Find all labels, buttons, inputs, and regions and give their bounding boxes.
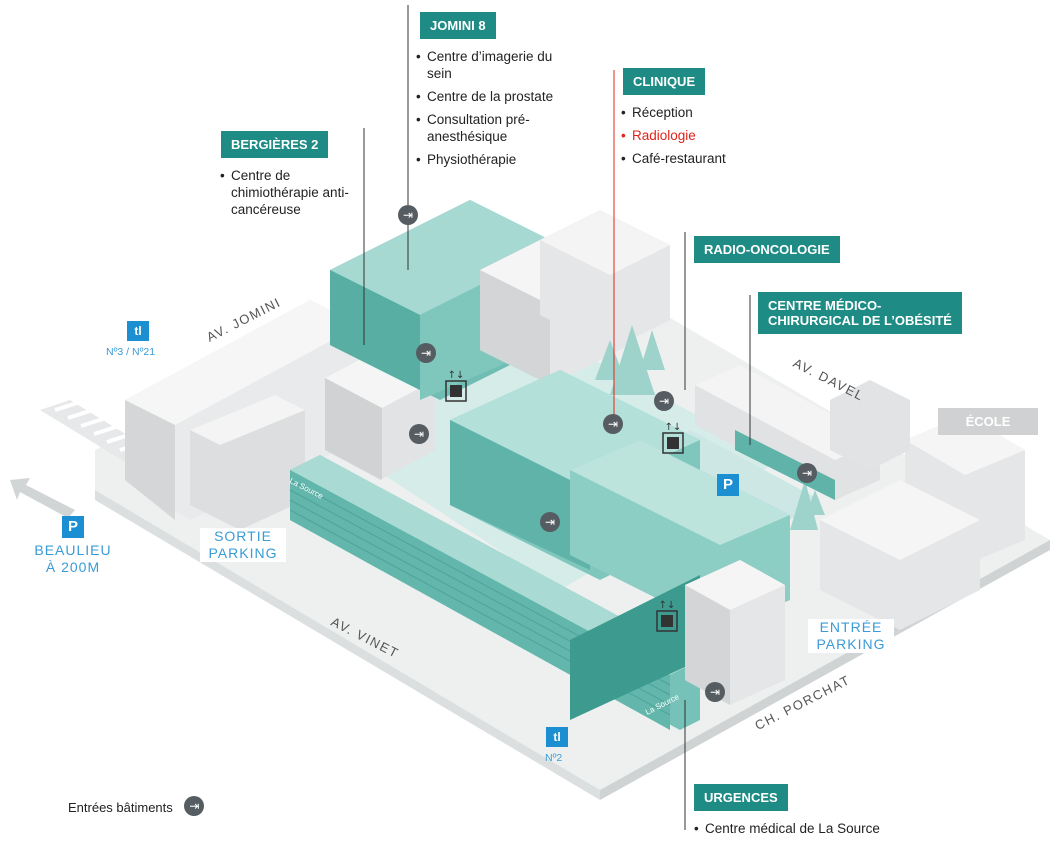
svg-text:↑↓: ↑↓ — [448, 370, 465, 381]
elevator-icon: ↑↓ — [656, 600, 678, 632]
parking-icon: P — [717, 474, 739, 496]
service-item: Réception — [621, 104, 771, 121]
svg-text:↑↓: ↑↓ — [665, 422, 682, 433]
building-ecole — [820, 380, 1025, 630]
service-item: Centre de la prostate — [416, 88, 566, 105]
entry-icon: ⇥ — [540, 512, 560, 532]
transit-stop-lines: Nº2 — [545, 752, 563, 764]
label-obesite: CENTRE MÉDICO- CHIRURGICAL DE L’OBÉSITÉ — [758, 292, 962, 334]
legend-label: Entrées bâtiments — [68, 800, 173, 815]
label-clinique: CLINIQUE — [623, 68, 706, 95]
service-item: Café-restaurant — [621, 150, 771, 167]
entry-icon: ⇥ — [409, 424, 429, 444]
service-item: Physiothérapie — [416, 151, 566, 168]
transit-icon: tl — [546, 727, 568, 747]
entry-icon: ⇥ — [184, 796, 205, 816]
label-urgences: URGENCES — [694, 784, 788, 811]
entry-icon: ⇥ — [654, 391, 674, 411]
parking-icon: P — [62, 516, 84, 538]
label-bergieres: BERGIÈRES 2 — [221, 131, 329, 158]
service-item: Centre médical de La Source — [694, 820, 914, 837]
parking-beaulieu: BEAULIEU À 200M — [34, 542, 112, 575]
direction-arrow — [10, 478, 75, 518]
building-center-gray — [480, 210, 670, 385]
label-radio-oncologie: RADIO-ONCOLOGIE — [694, 236, 840, 263]
building-porchat — [685, 560, 785, 705]
elevator-icon: ↑↓ — [662, 422, 684, 454]
jomini-services: Centre d’imagerie du sein Centre de la p… — [416, 48, 566, 174]
entry-icon: ⇥ — [603, 414, 623, 434]
svg-text:↑↓: ↑↓ — [659, 600, 676, 611]
label-ecole: ÉCOLE — [938, 408, 1038, 435]
parking-entrance: ENTRÉE PARKING — [808, 619, 894, 653]
service-item: Consultation pré-anesthésique — [416, 111, 566, 145]
legend: Entrées bâtiments ⇥ — [68, 796, 205, 818]
parking-exit: SORTIE PARKING — [200, 528, 286, 562]
trees — [595, 325, 825, 530]
transit-icon: tl — [127, 321, 149, 341]
entry-icon: ⇥ — [797, 463, 817, 483]
leader-lines — [363, 5, 751, 830]
bergieres-services: Centre de chimiothérapie anti-cancéreuse — [220, 167, 360, 224]
clinique-services: Réception Radiologie Café-restaurant — [621, 104, 771, 173]
entry-icon: ⇥ — [398, 205, 418, 225]
building-la-source — [289, 455, 700, 730]
entry-icon: ⇥ — [705, 682, 725, 702]
urgences-services: Centre médical de La Source — [694, 820, 914, 843]
label-jomini: JOMINI 8 — [420, 12, 496, 39]
entry-icon: ⇥ — [416, 343, 436, 363]
service-item: Centre de chimiothérapie anti-cancéreuse — [220, 167, 360, 218]
elevator-icon: ↑↓ — [445, 370, 467, 402]
service-item: Centre d’imagerie du sein — [416, 48, 566, 82]
service-item-highlighted: Radiologie — [621, 127, 771, 144]
transit-stop-lines: Nº3 / Nº21 — [106, 346, 156, 358]
